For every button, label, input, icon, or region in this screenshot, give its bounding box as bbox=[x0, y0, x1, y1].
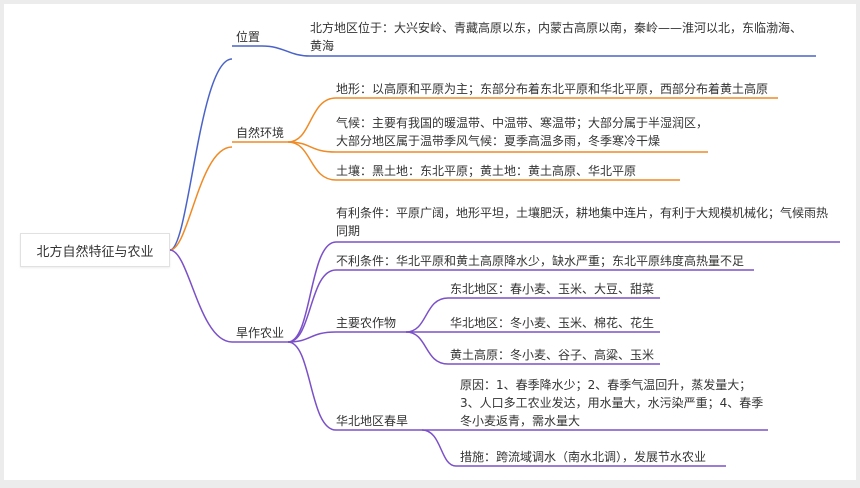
node-drought[interactable]: 华北地区春旱 bbox=[336, 414, 409, 428]
node-crops[interactable]: 主要农作物 bbox=[336, 316, 397, 330]
node-crops-north[interactable]: 华北地区：冬小麦、玉米、棉花、花生 bbox=[450, 316, 655, 330]
connector-lines bbox=[169, 45, 840, 467]
node-climate[interactable]: 气候：主要有我国的暖温带、中温带、寒温带；大部分属于半湿润区，大部分地区属于温带… bbox=[336, 116, 709, 148]
node-drought-measure[interactable]: 措施：跨流域调水（南水北调），发展节水农业 bbox=[460, 450, 707, 464]
node-crops-northeast[interactable]: 东北地区：春小麦、玉米、大豆、甜菜 bbox=[450, 282, 655, 296]
node-agriculture[interactable]: 旱作农业 bbox=[236, 326, 285, 340]
node-crops-loess[interactable]: 黄土高原：冬小麦、谷子、高粱、玉米 bbox=[450, 348, 655, 362]
root-node[interactable]: 北方自然特征与农业 bbox=[20, 233, 170, 267]
node-unfavorable[interactable]: 不利条件：华北平原和黄土高原降水少，缺水严重；东北平原纬度高热量不足 bbox=[336, 254, 745, 268]
link-nature bbox=[169, 146, 233, 251]
node-location-text[interactable]: 北方地区位于：大兴安岭、青藏高原以东，内蒙古高原以南，秦岭——淮河以北，东临渤海… bbox=[310, 21, 803, 53]
node-nature[interactable]: 自然环境 bbox=[236, 126, 285, 140]
node-location[interactable]: 位置 bbox=[236, 30, 261, 44]
node-favorable[interactable]: 有利条件：平原广阔，地形平坦，土壤肥沃，耕地集中连片，有利于大规模机械化；气候雨… bbox=[336, 206, 829, 238]
link-location bbox=[169, 58, 233, 251]
node-soil[interactable]: 土壤：黑土地：东北平原；黄土地：黄土高原、华北平原 bbox=[336, 164, 637, 178]
node-terrain[interactable]: 地形：以高原和平原为主；东部分布着东北平原和华北平原，西部分布着黄土高原 bbox=[336, 82, 769, 96]
link-agriculture bbox=[169, 249, 233, 343]
mindmap-canvas: 北方自然特征与农业 位置 北方地区位于：大兴安岭、青藏高原以东，内蒙古高原以南，… bbox=[4, 4, 856, 480]
root-label: 北方自然特征与农业 bbox=[36, 244, 154, 260]
node-drought-cause[interactable]: 原因：1、春季降水少；2、春季气温回升，蒸发量大；3、人口多工农业发达，用水量大… bbox=[460, 378, 764, 428]
